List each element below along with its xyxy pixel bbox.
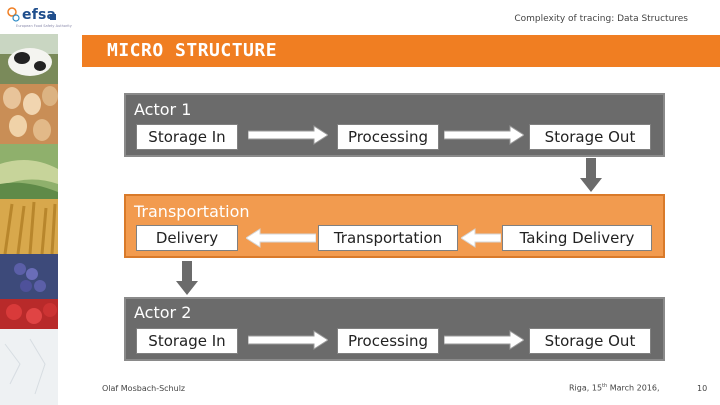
node-processing: Processing bbox=[337, 328, 439, 354]
arrow-left-icon bbox=[461, 228, 501, 248]
efsa-logo: efsa European Food Safety Authority bbox=[6, 4, 72, 30]
footer-date: Riga, 15th March 2016, bbox=[569, 383, 660, 393]
node-storage-in: Storage In bbox=[136, 124, 238, 150]
node-delivery: Delivery bbox=[136, 225, 238, 251]
logo-tagline: European Food Safety Authority bbox=[16, 24, 72, 28]
arrow-down-icon bbox=[176, 261, 198, 295]
node-storage-out: Storage Out bbox=[529, 124, 651, 150]
node-transportation: Transportation bbox=[318, 225, 458, 251]
footer-date-sup: th bbox=[602, 383, 608, 389]
actor-2-panel: Actor 2 Storage In Processing Storage Ou… bbox=[124, 297, 665, 361]
node-storage-in: Storage In bbox=[136, 328, 238, 354]
footer-date-suffix: March 2016, bbox=[607, 383, 660, 393]
photo-collage-image bbox=[0, 34, 58, 405]
logo-square-icon bbox=[50, 14, 56, 20]
arrow-left-icon bbox=[246, 228, 316, 248]
arrow-right-icon bbox=[444, 330, 524, 350]
arrow-right-icon bbox=[248, 125, 328, 145]
node-processing: Processing bbox=[337, 124, 439, 150]
node-storage-out: Storage Out bbox=[529, 328, 651, 354]
page-number: 10 bbox=[697, 384, 708, 393]
slide-title: MICRO STRUCTURE bbox=[107, 40, 278, 61]
arrow-right-icon bbox=[444, 125, 524, 145]
node-taking-delivery: Taking Delivery bbox=[502, 225, 652, 251]
actor-1-panel: Actor 1 Storage In Processing Storage Ou… bbox=[124, 93, 665, 157]
arrow-down-icon bbox=[580, 158, 602, 192]
arrow-right-icon bbox=[248, 330, 328, 350]
transportation-panel: Transportation Delivery Transportation T… bbox=[124, 194, 665, 258]
panel-label: Actor 1 bbox=[134, 100, 192, 119]
title-band: MICRO STRUCTURE bbox=[82, 35, 720, 67]
decorative-photo-strip bbox=[0, 34, 58, 405]
panel-label: Transportation bbox=[134, 202, 250, 221]
logo-text: efsa bbox=[22, 7, 57, 23]
panel-label: Actor 2 bbox=[134, 303, 192, 322]
footer-author: Olaf Mosbach-Schulz bbox=[102, 384, 186, 393]
logo-mark-icon bbox=[7, 7, 20, 22]
footer-date-prefix: Riga, 15 bbox=[569, 383, 603, 393]
header-caption: Complexity of tracing: Data Structures bbox=[514, 14, 688, 24]
